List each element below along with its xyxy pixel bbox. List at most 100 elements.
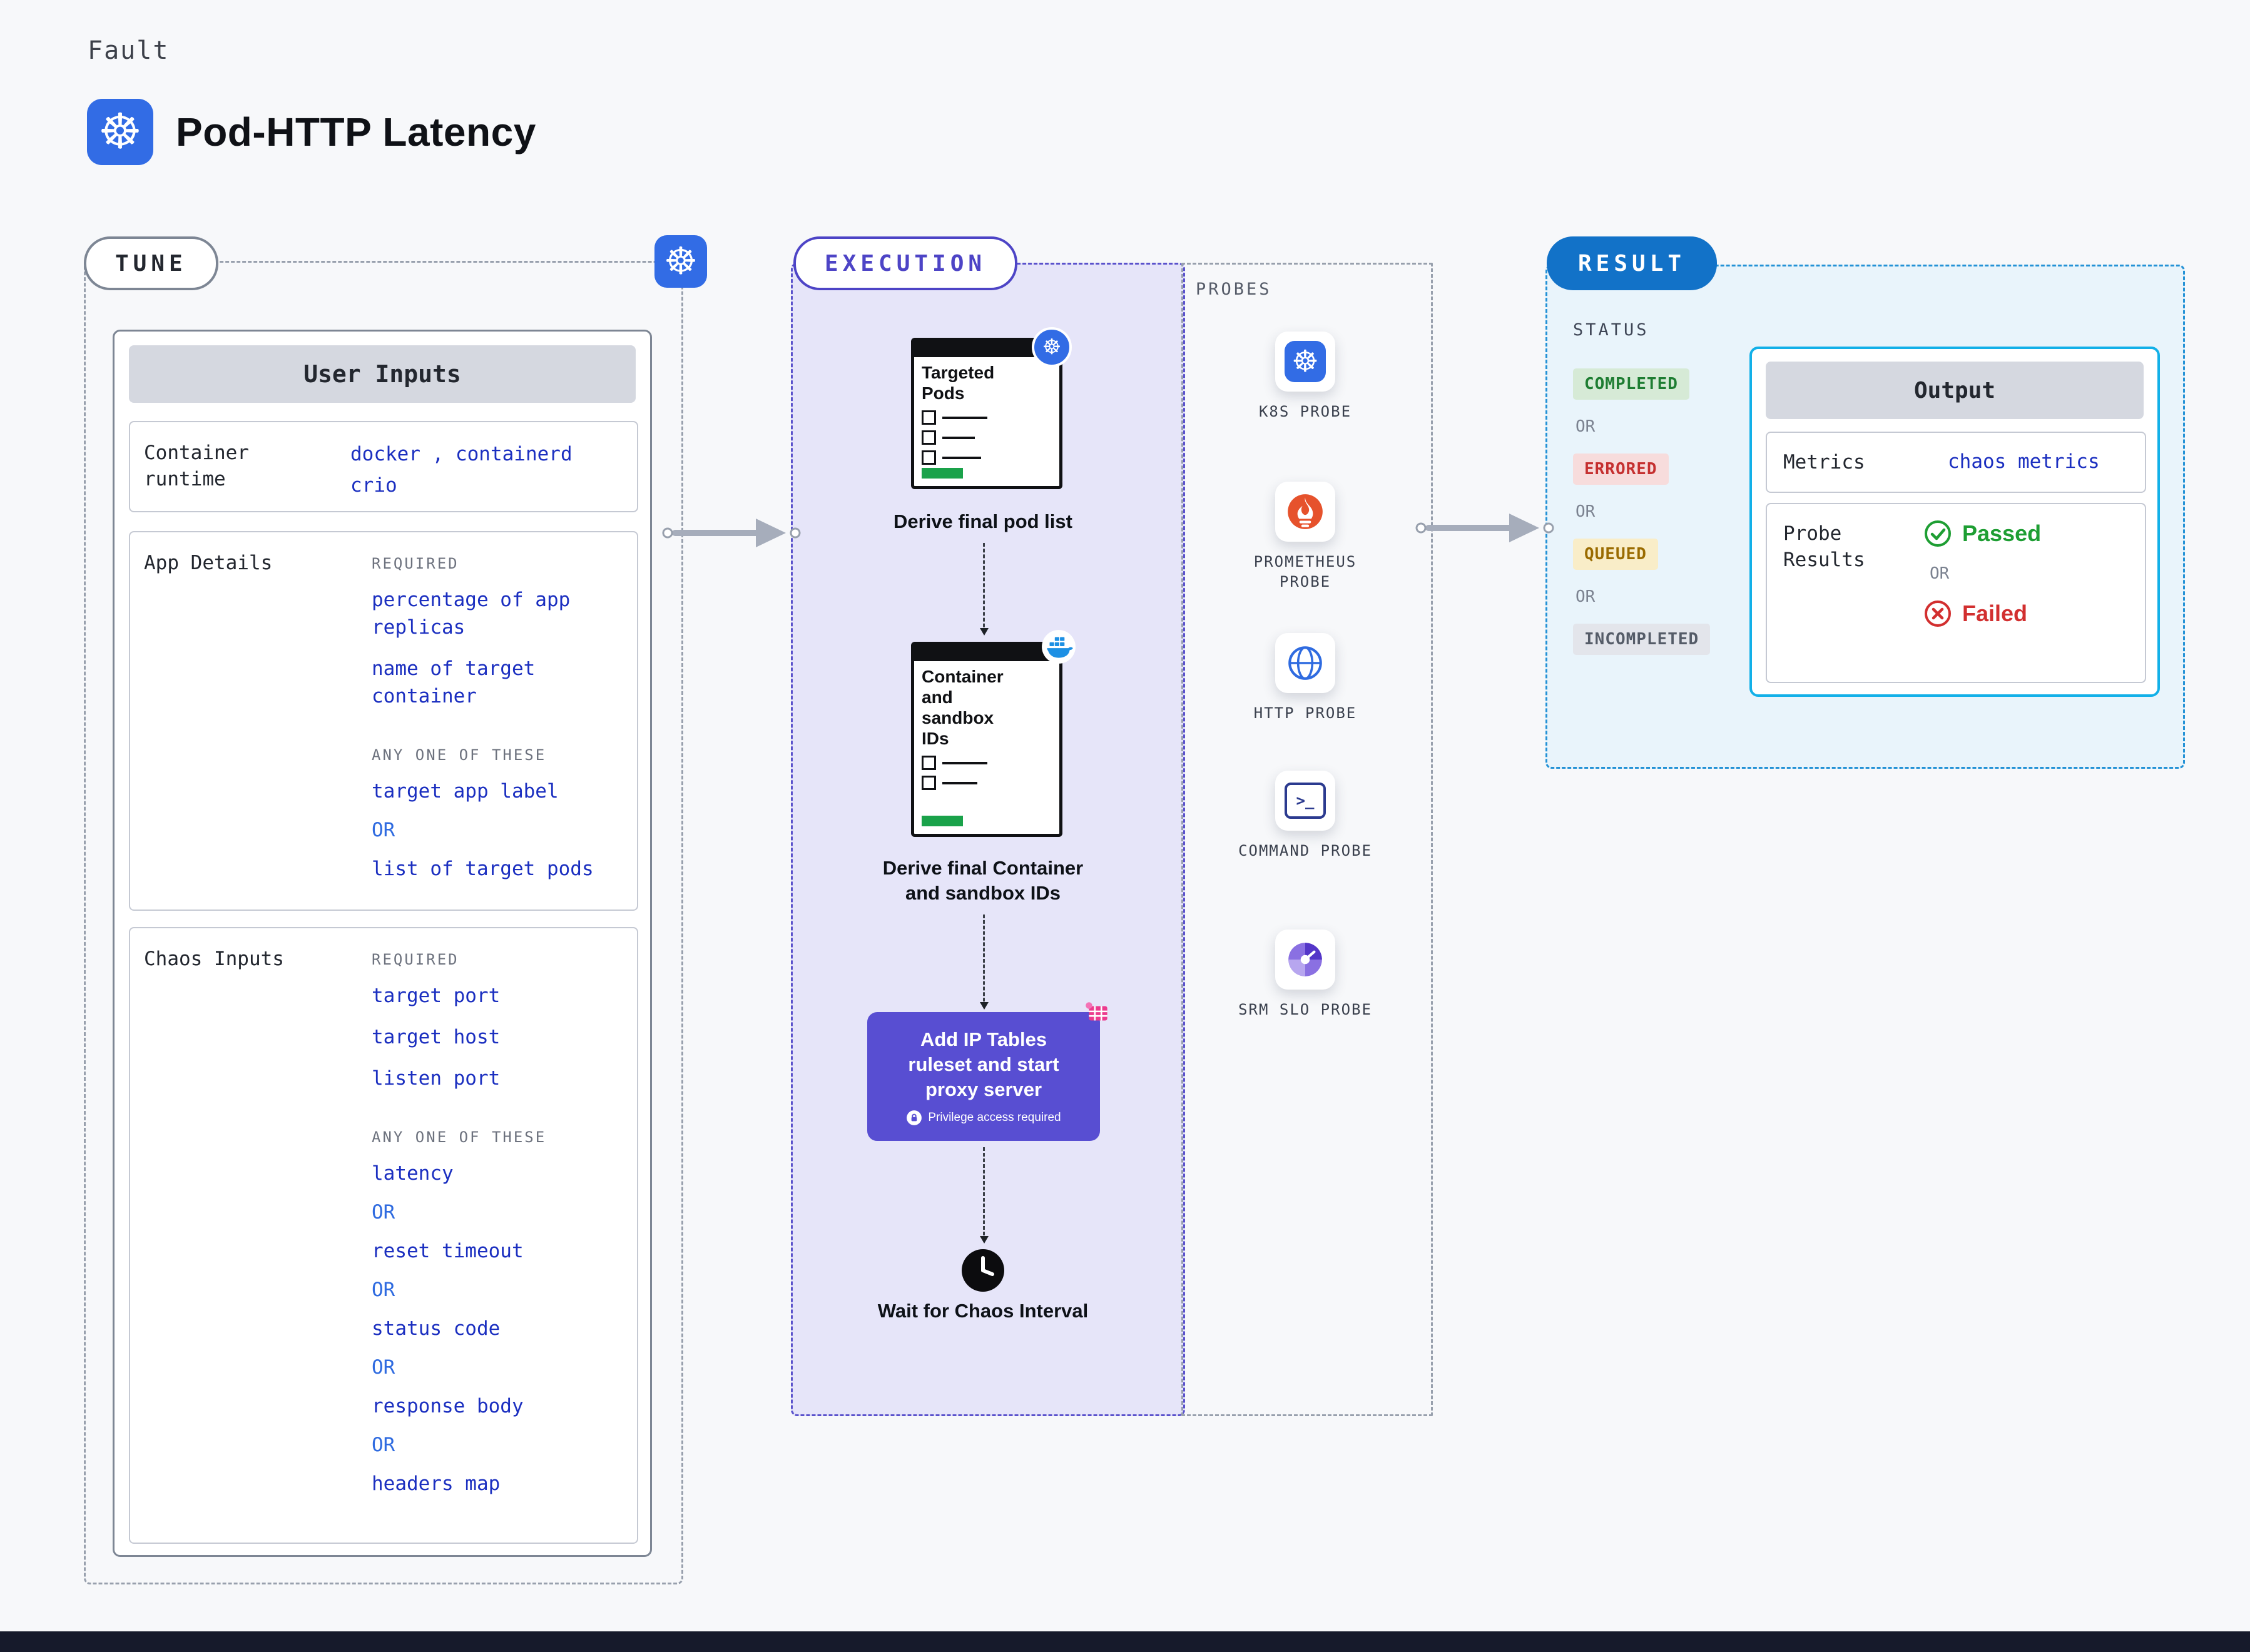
footer-bar bbox=[0, 1631, 2250, 1652]
tune-section bbox=[84, 261, 683, 1584]
probe-results-values: Passed OR Failed bbox=[1923, 519, 2041, 628]
chaos-inputs-label: Chaos Inputs bbox=[144, 948, 284, 970]
or-separator: OR bbox=[1576, 417, 1596, 436]
doc-list-item bbox=[922, 776, 1052, 790]
status-badge-queued: QUEUED bbox=[1573, 539, 1658, 570]
or-separator: OR bbox=[1576, 502, 1596, 521]
or-separator: OR bbox=[372, 1201, 395, 1224]
chaos-required-item[interactable]: target host bbox=[372, 1026, 501, 1048]
app-required-item[interactable]: percentage of app replicas bbox=[372, 589, 571, 639]
progress-bar bbox=[922, 468, 963, 479]
docker-badge-icon bbox=[1041, 629, 1077, 668]
execution-label: EXECUTION bbox=[793, 236, 1018, 290]
checkbox-icon bbox=[922, 430, 936, 445]
chaos-anyone-item[interactable]: latency bbox=[372, 1162, 454, 1185]
doc-title: Targeted Pods bbox=[922, 363, 995, 403]
lock-icon bbox=[907, 1110, 922, 1125]
k8s-probe-icon: ☸ bbox=[1275, 332, 1335, 392]
app-anyone-item[interactable]: target app label bbox=[372, 780, 559, 803]
runtime-values-line1[interactable]: docker , containerd bbox=[350, 443, 573, 465]
metrics-row: Metrics chaos metrics bbox=[1766, 432, 2146, 493]
checkbox-icon bbox=[922, 776, 936, 790]
fault-kicker: Fault bbox=[88, 36, 170, 65]
page-title: Pod-HTTP Latency bbox=[176, 109, 536, 155]
passed-row: Passed bbox=[1923, 519, 2041, 548]
kubernetes-logo: ☸ bbox=[87, 99, 153, 165]
container-sandbox-doc: Container and sandbox IDs bbox=[911, 630, 1076, 837]
step-caption: Derive final pod list bbox=[893, 510, 1072, 532]
probe-http: HTTP PROBE bbox=[1230, 633, 1380, 723]
status-badge-errored: ERRORED bbox=[1573, 454, 1669, 485]
user-inputs-title: User Inputs bbox=[129, 345, 636, 403]
container-runtime-label: Container runtime bbox=[144, 442, 249, 490]
privilege-note-text: Privilege access required bbox=[928, 1111, 1061, 1124]
output-card: Output Metrics chaos metrics Probe Resul… bbox=[1749, 347, 2160, 697]
probe-k8s: ☸ K8S PROBE bbox=[1230, 332, 1380, 422]
x-circle-icon bbox=[1925, 600, 1951, 627]
metrics-value-link[interactable]: chaos metrics bbox=[1948, 450, 2100, 473]
probe-label: HTTP PROBE bbox=[1253, 704, 1357, 722]
step-caption: Derive final Container and sandbox IDs bbox=[882, 857, 1084, 904]
line-placeholder bbox=[942, 456, 981, 459]
probe-command: >_ COMMAND PROBE bbox=[1230, 771, 1380, 861]
status-column: STATUS COMPLETED OR ERRORED OR QUEUED OR… bbox=[1573, 320, 1761, 655]
kubernetes-wheel-icon: ☸ bbox=[98, 104, 142, 160]
status-badge-incompleted: INCOMPLETED bbox=[1573, 624, 1711, 655]
chaos-anyone-item[interactable]: headers map bbox=[372, 1472, 501, 1495]
probe-srm-slo: SRM SLO PROBE bbox=[1230, 930, 1380, 1020]
container-runtime-row: Container runtime docker , containerd cr… bbox=[129, 421, 638, 512]
or-separator: OR bbox=[1930, 564, 1950, 583]
chaos-anyone-item[interactable]: response body bbox=[372, 1395, 524, 1417]
any-one-label: ANY ONE OF THESE bbox=[372, 746, 547, 764]
flow-connector bbox=[980, 1147, 989, 1244]
any-one-label: ANY ONE OF THESE bbox=[372, 1128, 547, 1146]
http-probe-icon bbox=[1275, 633, 1335, 693]
chaos-required-item[interactable]: listen port bbox=[372, 1067, 501, 1090]
or-separator: OR bbox=[1576, 587, 1596, 606]
chaos-required-item[interactable]: target port bbox=[372, 985, 501, 1007]
flow-connector bbox=[980, 543, 989, 636]
status-title: STATUS bbox=[1573, 320, 1649, 340]
user-inputs-card: User Inputs Container runtime docker , c… bbox=[113, 330, 652, 1557]
chaos-anyone-item[interactable]: reset timeout bbox=[372, 1240, 524, 1262]
chaos-inputs-options: REQUIRED target port target host listen … bbox=[372, 928, 626, 1497]
app-required-item[interactable]: name of target container bbox=[372, 657, 536, 707]
probe-label: COMMAND PROBE bbox=[1238, 842, 1372, 859]
container-runtime-values[interactable]: docker , containerd crio bbox=[350, 438, 573, 501]
iptables-badge-icon bbox=[1082, 998, 1112, 1031]
line-placeholder bbox=[942, 761, 987, 764]
probe-results-row: Probe Results Passed OR Failed bbox=[1766, 503, 2146, 683]
probe-prometheus: PROMETHEUS PROBE bbox=[1230, 482, 1380, 592]
result-label: RESULT bbox=[1547, 236, 1718, 290]
app-details-row: App Details REQUIRED percentage of app r… bbox=[129, 531, 638, 911]
line-placeholder bbox=[942, 416, 987, 419]
chaos-inputs-row: Chaos Inputs REQUIRED target port target… bbox=[129, 927, 638, 1544]
doc-list-item bbox=[922, 430, 1052, 445]
probes-section bbox=[1181, 263, 1433, 1416]
prometheus-probe-icon bbox=[1275, 482, 1335, 542]
status-badge-completed: COMPLETED bbox=[1573, 368, 1689, 400]
doc-list-item bbox=[922, 410, 1052, 425]
privilege-note: Privilege access required bbox=[867, 1110, 1100, 1126]
command-probe-icon: >_ bbox=[1275, 771, 1335, 831]
or-separator: OR bbox=[372, 1279, 395, 1301]
app-anyone-item[interactable]: list of target pods bbox=[372, 858, 594, 880]
or-separator: OR bbox=[372, 819, 395, 841]
line-placeholder bbox=[942, 436, 975, 439]
or-separator: OR bbox=[372, 1356, 395, 1379]
targeted-pods-doc: Targeted Pods ☸ bbox=[911, 327, 1072, 489]
kubernetes-icon: ☸ bbox=[654, 235, 707, 288]
doc-list-item bbox=[922, 756, 1052, 770]
arrow-execution-to-result bbox=[1415, 514, 1554, 542]
required-label: REQUIRED bbox=[372, 555, 459, 572]
chaos-anyone-item[interactable]: status code bbox=[372, 1317, 501, 1340]
probe-label: PROMETHEUS PROBE bbox=[1253, 553, 1357, 590]
failed-label: Failed bbox=[1962, 600, 2028, 626]
runtime-values-line2[interactable]: crio bbox=[350, 474, 397, 497]
kubernetes-wheel-icon: ☸ bbox=[664, 240, 698, 283]
checkbox-icon bbox=[922, 756, 936, 770]
progress-bar bbox=[922, 816, 963, 826]
checkbox-icon bbox=[922, 410, 936, 425]
tune-label: TUNE bbox=[84, 236, 218, 290]
